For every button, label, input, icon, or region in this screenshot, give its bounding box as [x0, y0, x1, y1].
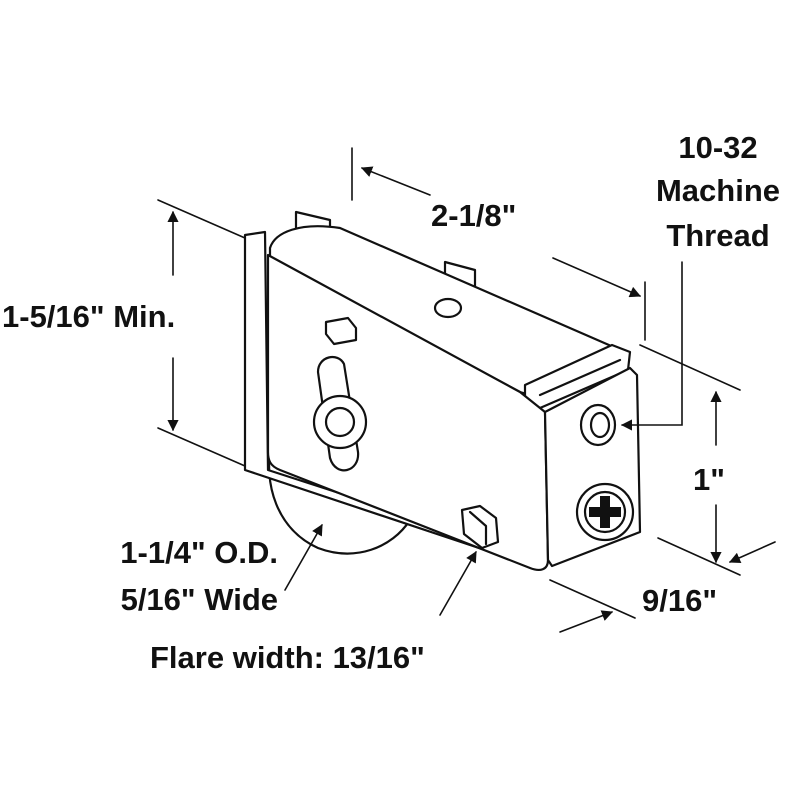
flare-clip [460, 504, 500, 550]
length-label: 2-1/8" [431, 198, 516, 233]
roller-housing-drawing [243, 210, 642, 571]
top-face-hole [433, 297, 463, 319]
bolt-spacing-label: 1" [693, 462, 725, 497]
width-label: 9/16" [642, 583, 717, 618]
wheel-size-line-2: 5/16" Wide [121, 582, 278, 617]
dimension-labels: 10-32 Machine Thread 2-1/8" 1-5/16" Min.… [2, 130, 780, 675]
height-label: 1-5/16" Min. [2, 299, 175, 334]
thread-spec-line-3: Thread [666, 218, 769, 253]
dimension-lines [157, 147, 776, 633]
thread-spec-line-1: 10-32 [678, 130, 757, 165]
thread-spec-line-2: Machine [656, 173, 780, 208]
flare-width-label: Flare width: 13/16" [150, 640, 425, 675]
wheel-size-line-1: 1-1/4" O.D. [120, 535, 278, 570]
